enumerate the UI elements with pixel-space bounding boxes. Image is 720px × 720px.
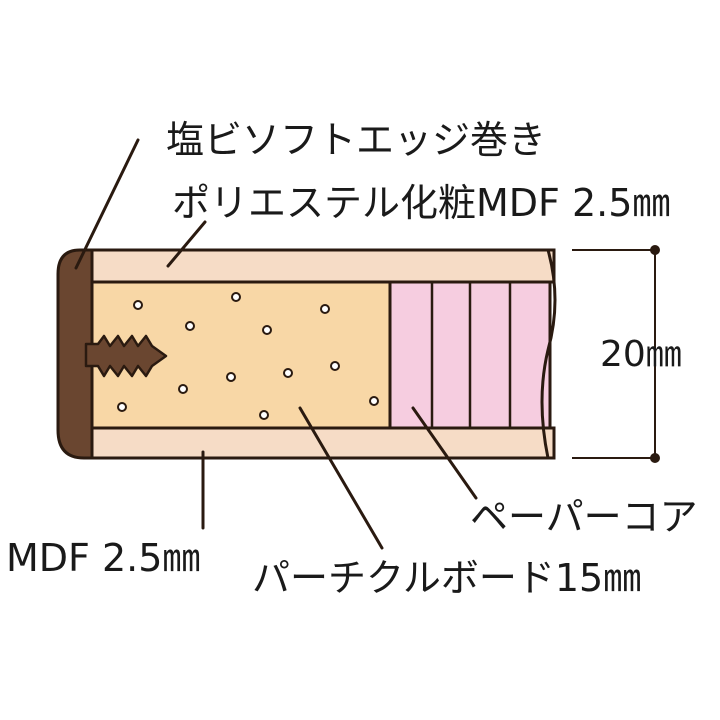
particle-board-label: パーチクルボード15㎜ [252, 556, 641, 600]
particle-board-leader [298, 406, 384, 550]
particle-dots [117, 292, 379, 420]
thickness-label: 20㎜ [600, 334, 682, 375]
cut-edge [540, 249, 557, 459]
bottom-layer-label: MDF 2.5㎜ [6, 536, 200, 580]
thickness-dimension [572, 245, 660, 463]
pvc-edge-banding [56, 248, 94, 460]
edge-leader [74, 138, 140, 270]
leader-lines [74, 138, 478, 550]
paper-core-cells [430, 282, 512, 428]
barbed-insert [84, 334, 168, 378]
paper-core-label: ペーパーコア [470, 495, 698, 539]
paper-core-leader [411, 406, 478, 500]
top-layer-leader [166, 220, 207, 268]
edge-banding-label: 塩ビソフトエッジ巻き [166, 118, 546, 162]
top-mdf-layer [86, 248, 556, 284]
top-layer-label: ポリエステル化粧MDF 2.5㎜ [172, 181, 670, 225]
